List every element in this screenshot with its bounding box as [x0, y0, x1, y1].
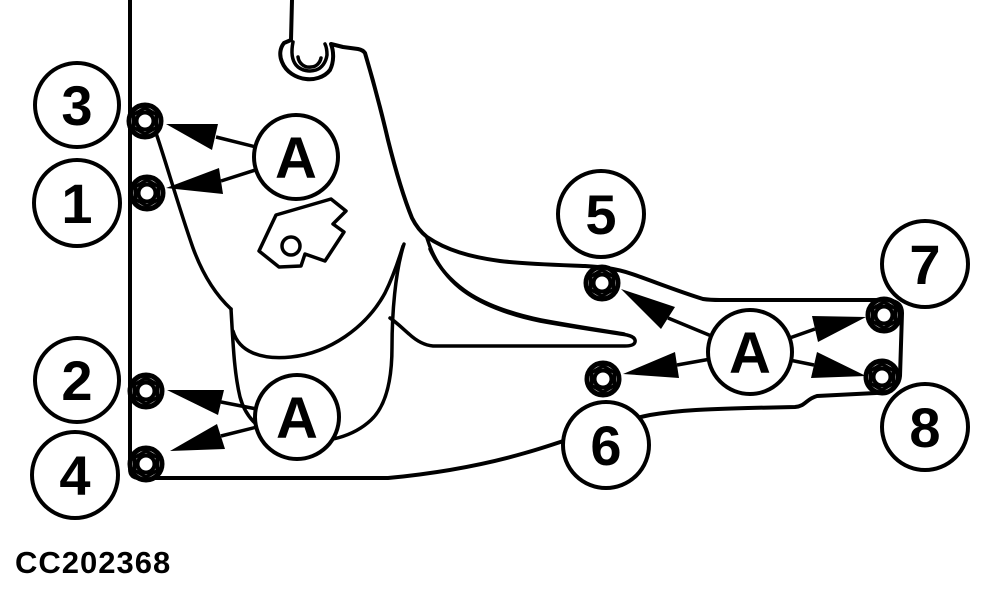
hook-inner-wall	[290, 40, 329, 73]
detail-balloon-right-label: A	[729, 321, 771, 386]
bolt-7-icon	[868, 299, 900, 331]
arrow-to-bolt2-icon	[167, 390, 224, 415]
bolts	[129, 105, 900, 480]
callout-7: 7	[880, 219, 970, 309]
arrow-to-bolt5-icon	[621, 289, 675, 329]
arrow-to-bolt8-icon	[811, 352, 866, 378]
bell-housing-inner-arc	[231, 244, 405, 360]
bolt-4-icon	[130, 448, 162, 480]
detail-balloon-lower-left: A	[253, 373, 341, 461]
bolt-5-icon	[586, 267, 618, 299]
arrow-to-bolt1-icon	[166, 168, 223, 194]
bolt-2-icon	[130, 375, 162, 407]
callout-6-label: 6	[590, 414, 621, 477]
callout-5: 5	[556, 169, 646, 259]
arrow-to-bolt6-icon	[623, 352, 679, 378]
callout-8-label: 8	[909, 396, 940, 459]
detail-balloon-lower-left-label: A	[276, 386, 318, 451]
callout-5-label: 5	[585, 183, 616, 246]
detail-balloon-upper-left-label: A	[275, 126, 317, 191]
figure-code: CC202368	[15, 545, 171, 580]
arrow-to-bolt3-icon	[166, 124, 218, 150]
bolt-6-icon	[587, 363, 619, 395]
arrow-to-bolt7-icon	[812, 316, 866, 342]
callout-2-label: 2	[61, 349, 92, 412]
callout-4-label: 4	[59, 444, 90, 507]
callout-1: 1	[32, 158, 122, 248]
callout-2: 2	[33, 336, 121, 424]
detail-balloon-upper-left: A	[252, 113, 340, 201]
bracket-tab-detail	[257, 197, 348, 269]
callout-1-label: 1	[61, 172, 92, 235]
flange-crease-line	[153, 128, 233, 311]
bolt-3-icon	[129, 105, 161, 137]
blade-edge-highlight	[428, 247, 626, 336]
callout-3-label: 3	[61, 74, 92, 137]
callout-balloons: 3 1 2 4 5 6 7 8	[30, 61, 970, 520]
detail-balloons: A A A	[252, 113, 794, 461]
callout-4: 4	[30, 430, 120, 520]
bell-housing-outer-arc	[229, 242, 406, 444]
bracket-tab-hole	[280, 235, 302, 257]
arrow-to-bolt4-icon	[170, 424, 225, 451]
callout-8: 8	[880, 382, 970, 472]
bolt-8-icon	[866, 361, 898, 393]
callout-7-label: 7	[909, 233, 940, 296]
callout-6: 6	[561, 400, 651, 490]
callout-3: 3	[33, 61, 121, 149]
hook-inner-arc	[296, 55, 323, 69]
detail-balloon-right: A	[706, 308, 794, 396]
bolt-1-icon	[131, 177, 163, 209]
